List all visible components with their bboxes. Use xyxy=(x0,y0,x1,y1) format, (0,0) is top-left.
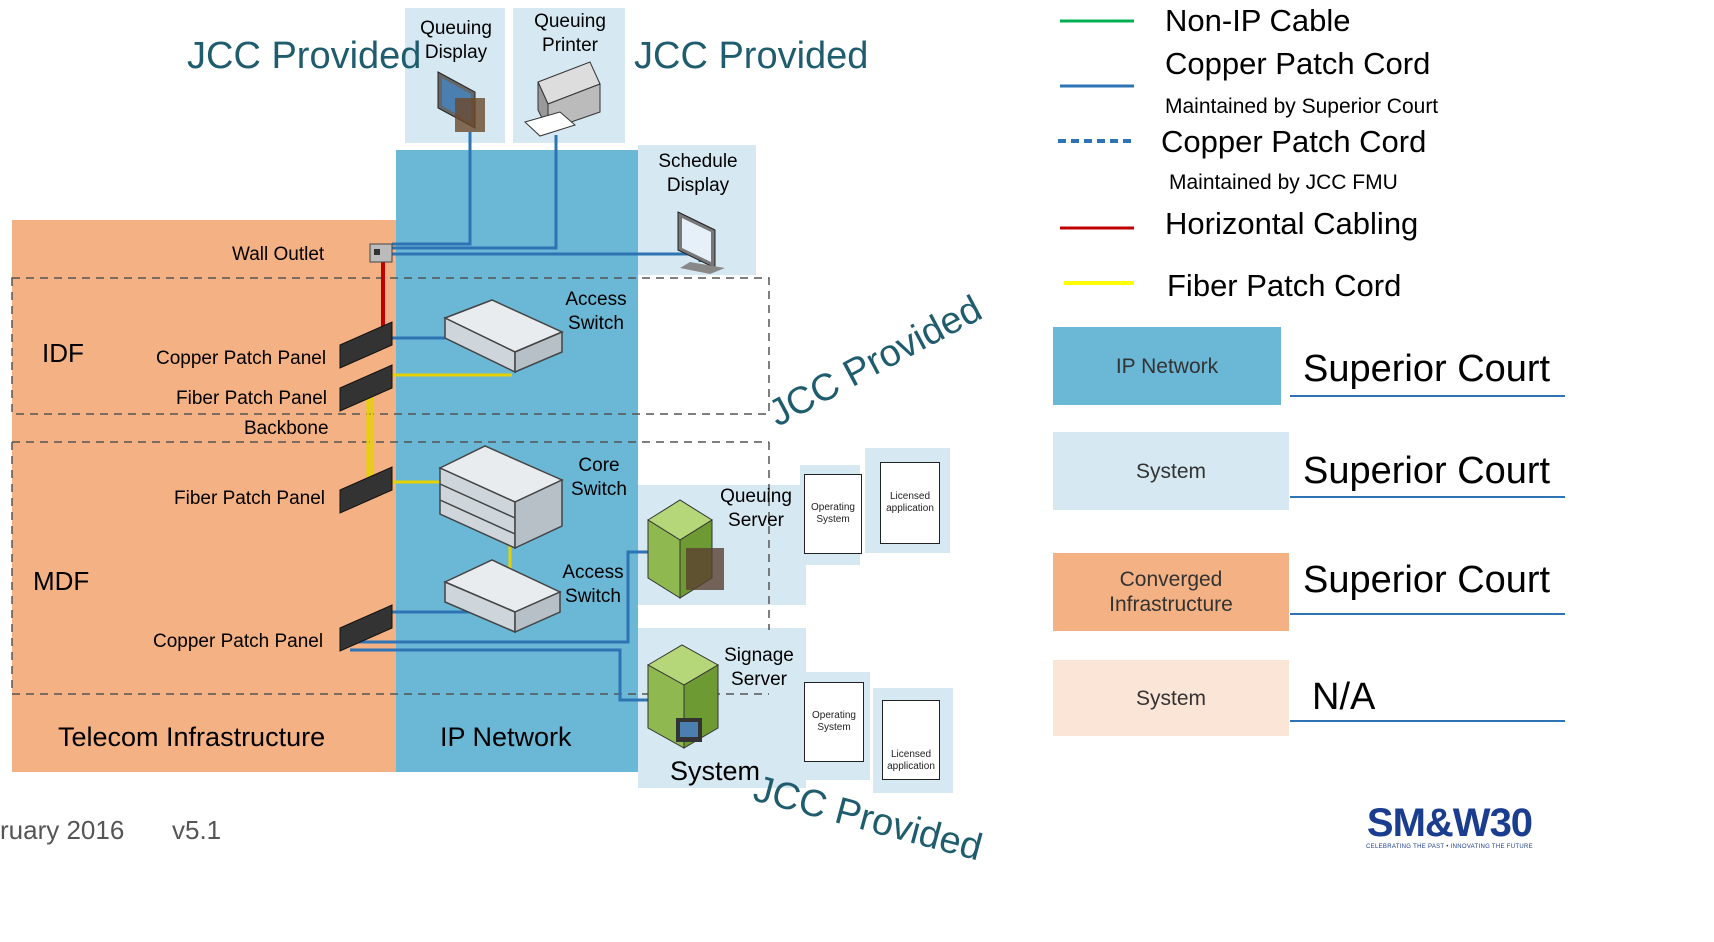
signage-server-icon xyxy=(646,644,720,749)
footer-date: ruary 2016 xyxy=(0,815,125,845)
legend-copper-fmu-sub: Maintained by JCC FMU xyxy=(1169,171,1398,194)
fiber-patch-panel-mdf-icon xyxy=(339,466,393,514)
owner-underline-3 xyxy=(1290,613,1565,615)
operating-system-doc-1: Operating System xyxy=(804,474,862,554)
queuing-printer-icon xyxy=(524,61,601,137)
owner-underline-4 xyxy=(1290,720,1565,722)
telecom-infrastructure-zone xyxy=(12,220,396,772)
logo-tagline: CELEBRATING THE PAST • INNOVATING THE FU… xyxy=(1366,844,1533,850)
wall-outlet-label: Wall Outlet xyxy=(232,244,325,265)
queuing-server-icon xyxy=(647,499,724,599)
fiber-patch-panel-idf-icon xyxy=(339,364,393,412)
fiber-patch-panel-mdf-label: Fiber Patch Panel xyxy=(174,488,326,509)
logo-wordmark: SM&W30 xyxy=(1366,801,1533,845)
idf-boundary xyxy=(11,277,770,415)
legend-swatch-ip-network: IP Network xyxy=(1053,327,1281,405)
cord-queuing-printer xyxy=(392,135,558,250)
legend-owner-system-na: N/A xyxy=(1312,676,1376,718)
cord-queuing-server xyxy=(350,550,655,644)
legend-owner-system: Superior Court xyxy=(1303,450,1551,492)
copper-patch-panel-idf-label: Copper Patch Panel xyxy=(156,348,327,369)
legend-owner-ip-network: Superior Court xyxy=(1303,348,1551,390)
backbone-label: Backbone xyxy=(244,418,329,439)
schedule-display-label: Schedule Display xyxy=(658,151,738,196)
licensed-application-doc-2: Licensed application xyxy=(882,700,940,780)
legend-copper-patch-cord-fmu: Copper Patch Cord xyxy=(1161,124,1427,159)
owner-underline-2 xyxy=(1290,496,1565,498)
jcc-provided-label-1: JCC Provided xyxy=(187,35,422,77)
network-diagram xyxy=(11,61,770,749)
mdf-label: MDF xyxy=(33,566,90,596)
queuing-display-label: Queuing Display xyxy=(420,18,492,63)
fiber-patch-panel-idf-label: Fiber Patch Panel xyxy=(176,388,328,409)
copper-patch-panel-mdf-label: Copper Patch Panel xyxy=(153,631,324,652)
legend-copper-court-sub: Maintained by Superior Court xyxy=(1165,95,1439,118)
access-switch-bottom-icon xyxy=(443,559,562,634)
cord-queuing-display xyxy=(392,132,472,246)
queuing-display-icon xyxy=(437,71,485,132)
footer-version: v5.1 xyxy=(172,815,222,845)
access-switch-top-icon xyxy=(443,299,564,374)
telecom-infrastructure-label: Telecom Infrastructure xyxy=(58,722,326,752)
legend-swatch-system: System xyxy=(1053,432,1289,510)
legend-horizontal-cabling: Horizontal Cabling xyxy=(1165,206,1419,241)
core-switch-label: Core Switch xyxy=(571,455,627,500)
operating-system-doc-2: Operating System xyxy=(804,682,864,762)
legend-copper-patch-cord-court: Copper Patch Cord xyxy=(1165,46,1431,81)
company-logo: SM&W30 CELEBRATING THE PAST • INNOVATING… xyxy=(1357,802,1542,850)
queuing-printer-label: Queuing Printer xyxy=(534,11,606,56)
legend-swatch-system-na: System xyxy=(1053,660,1289,736)
ip-network-label: IP Network xyxy=(440,722,572,752)
mdf-boundary xyxy=(11,441,770,695)
legend-swatch-converged-infrastructure: Converged Infrastructure xyxy=(1053,553,1289,631)
access-switch-bottom-label: Access Switch xyxy=(562,562,624,607)
schedule-display-icon xyxy=(677,211,725,274)
copper-patch-panel-idf-icon xyxy=(339,321,393,369)
legend-fiber-patch-cord: Fiber Patch Cord xyxy=(1167,268,1402,303)
core-switch-icon xyxy=(438,445,564,550)
cord-schedule-display xyxy=(392,252,702,262)
copper-patch-panel-mdf-icon xyxy=(339,604,393,652)
jcc-provided-label-2: JCC Provided xyxy=(634,35,869,77)
legend-owner-converged: Superior Court xyxy=(1303,559,1551,601)
owner-underline-1 xyxy=(1290,395,1565,397)
legend-lines xyxy=(1058,19,1134,285)
idf-label: IDF xyxy=(42,338,84,368)
signage-server-label: Signage Server xyxy=(724,645,794,690)
cord-signage-server xyxy=(350,648,650,702)
system-label: System xyxy=(670,756,761,786)
legend-non-ip-cable: Non-IP Cable xyxy=(1165,3,1351,38)
queuing-server-label: Queuing Server xyxy=(720,486,792,531)
access-switch-top-label: Access Switch xyxy=(565,289,627,334)
wall-outlet-icon xyxy=(369,243,393,263)
licensed-application-doc-1: Licensed application xyxy=(880,462,940,544)
